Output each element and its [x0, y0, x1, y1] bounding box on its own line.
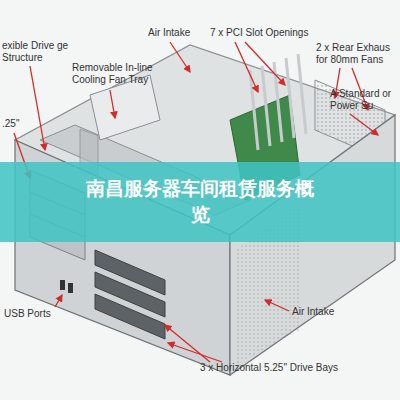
- band-title: 南昌服务器车间租赁服务概览: [82, 176, 318, 228]
- part-label: .25": [2, 118, 42, 130]
- part-label: 7 x PCI Slot Openings: [210, 27, 325, 39]
- part-label: Removable In-line Cooling Fan Tray: [72, 62, 172, 86]
- title-band: 南昌服务器车间租赁服务概览: [0, 162, 400, 242]
- part-label: 3 x Horizontal 5.25" Drive Bays: [200, 362, 390, 374]
- part-label: USB Ports: [4, 308, 74, 320]
- part-label: 2 x Rear Exhaus for 80mm Fans: [316, 42, 398, 66]
- part-label: Air Intake: [148, 27, 218, 39]
- part-label: Air Intake: [292, 306, 372, 318]
- part-label: exible Drive ge Structure: [2, 40, 72, 64]
- part-label: A Standard or Power Su: [330, 88, 398, 112]
